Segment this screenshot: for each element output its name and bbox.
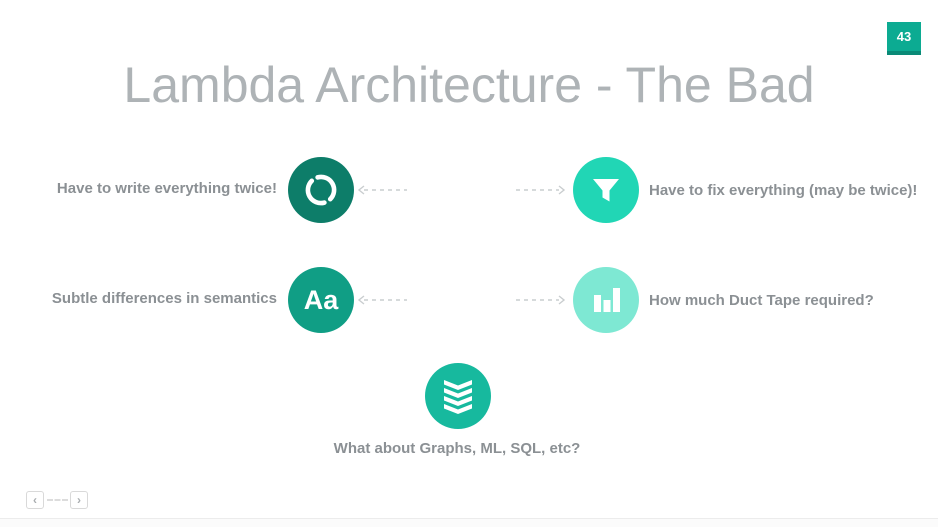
dashed-arrow-left-icon: [355, 293, 407, 305]
feature-icon-circle: [573, 157, 639, 223]
feature-label-duct-tape: How much Duct Tape required?: [649, 292, 874, 309]
bar-chart-icon: [573, 267, 639, 333]
nav-dashes-divider: [47, 499, 68, 501]
feature-label-write-twice: Have to write everything twice!: [56, 180, 277, 197]
feature-label-fix-everything: Have to fix everything (may be twice)!: [649, 182, 918, 199]
slide-bottom-edge: [0, 518, 938, 527]
feature-label-semantics: Subtle differences in semantics: [51, 290, 277, 307]
slide-title: Lambda Architecture - The Bad: [123, 57, 815, 113]
font-case-icon: Aa: [303, 284, 339, 315]
prev-slide-button[interactable]: ‹: [26, 491, 44, 509]
next-slide-button[interactable]: ›: [70, 491, 88, 509]
dashed-arrow-right-icon: [516, 293, 568, 305]
feature-label-graphs-ml-sql: What about Graphs, ML, SQL, etc?: [333, 440, 581, 457]
filter-icon: [573, 157, 639, 223]
feature-icon-circle: Aa: [288, 267, 354, 333]
feature-icon-circle: [425, 363, 491, 429]
dashed-arrow-left-icon: [355, 183, 407, 195]
feature-icon-circle: [573, 267, 639, 333]
page-number-badge: 43: [887, 22, 921, 55]
feature-icon-circle: [288, 157, 354, 223]
dashed-arrow-right-icon: [516, 183, 568, 195]
refresh-icon: [288, 157, 354, 223]
layers-icon: [425, 363, 491, 429]
